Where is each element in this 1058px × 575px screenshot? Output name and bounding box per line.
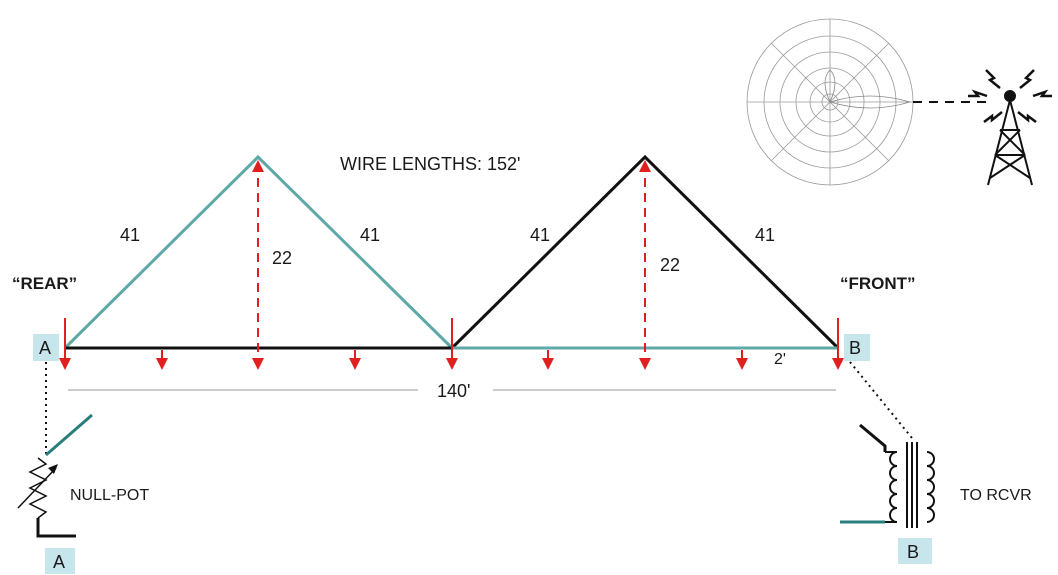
- ground-gap-label: 2': [774, 351, 786, 368]
- rear-label: “REAR”: [12, 274, 77, 293]
- bottom-a-box: [45, 548, 75, 574]
- transformer-icon: [840, 423, 935, 528]
- left-height-label: 22: [272, 248, 292, 268]
- null-pot-label: NULL-POT: [70, 487, 149, 504]
- end-b-box: [844, 334, 870, 361]
- current-arrows: [59, 318, 844, 370]
- right-triangle-wire: [450, 154, 840, 350]
- transmitter-tower-icon: [968, 69, 1052, 186]
- to-rcvr-label: TO RCVR: [960, 487, 1032, 504]
- right-tri-right-label: 41: [755, 225, 775, 245]
- left-tri-left-label: 41: [120, 225, 140, 245]
- potentiometer-icon: [17, 413, 93, 538]
- left-tri-right-label: 41: [360, 225, 380, 245]
- span-label: 140': [437, 381, 470, 401]
- end-a-box: [33, 334, 59, 361]
- bottom-a-label: A: [53, 552, 65, 572]
- end-a-label: A: [39, 338, 51, 358]
- wire-lengths-title: WIRE LENGTHS: 152': [340, 154, 520, 174]
- end-b-label: B: [849, 338, 861, 358]
- right-tri-left-label: 41: [530, 225, 550, 245]
- bottom-b-label: B: [907, 542, 919, 562]
- front-label: “FRONT”: [840, 274, 916, 293]
- right-height-label: 22: [660, 255, 680, 275]
- b-dotted-connector: [849, 361, 913, 439]
- polar-pattern-icon: [746, 18, 914, 186]
- bottom-b-box: [898, 538, 932, 564]
- left-triangle-wire: [63, 154, 454, 350]
